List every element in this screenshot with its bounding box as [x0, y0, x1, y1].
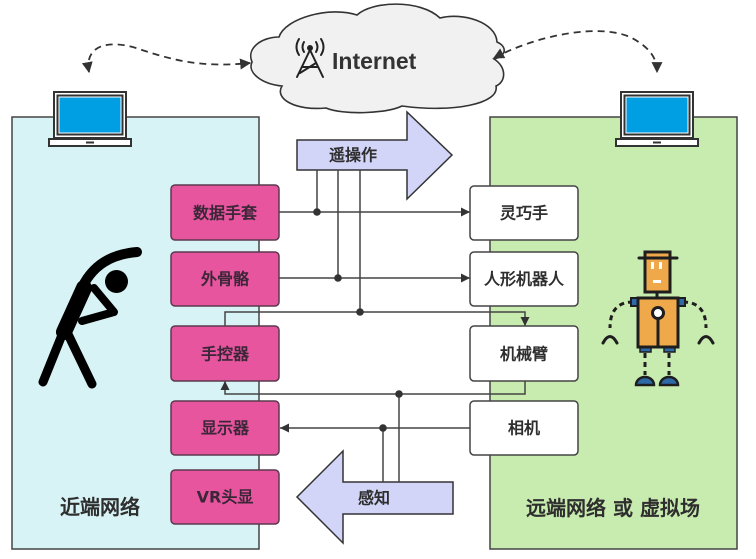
near-network-label: 近端网络 — [60, 495, 140, 519]
internet-cloud: Internet — [249, 3, 505, 114]
teleoperation-arrow: 遥操作 — [296, 110, 454, 201]
internet-label: Internet — [332, 48, 417, 74]
antenna-tower-icon — [295, 38, 325, 78]
near-internet-link — [81, 43, 252, 74]
perception-label: 感知 — [358, 489, 390, 508]
junction-dot — [313, 208, 321, 216]
device-label: 人形机器人 — [484, 270, 565, 289]
device-label: 显示器 — [201, 419, 250, 438]
connector-controller-to-arm — [224, 170, 530, 326]
device-humanoid-robot[interactable]: 人形机器人 — [469, 251, 579, 307]
connector-glove-to-dexterous-hand — [279, 170, 470, 217]
perception-arrow: 感知 — [295, 449, 454, 545]
device-label: 相机 — [508, 419, 540, 438]
device-label: 数据手套 — [193, 204, 258, 223]
teleoperation-label: 遥操作 — [329, 146, 377, 165]
junction-dot — [334, 274, 342, 282]
device-vr-headset[interactable]: VR头显 — [170, 469, 280, 525]
person-stretching-icon — [38, 247, 142, 389]
device-display[interactable]: 显示器 — [170, 400, 280, 456]
far-internet-link — [493, 30, 663, 74]
device-camera[interactable]: 相机 — [469, 400, 579, 456]
device-label: 手控器 — [201, 345, 250, 364]
device-label: 灵巧手 — [500, 204, 548, 223]
device-dexterous-hand[interactable]: 灵巧手 — [469, 185, 579, 241]
device-label: 外骨骼 — [200, 270, 250, 289]
connector-arm-to-controller — [220, 381, 526, 482]
connector-camera-to-display — [280, 423, 470, 482]
junction-dot — [379, 424, 387, 432]
device-label: 机械臂 — [500, 345, 548, 364]
device-label: VR头显 — [197, 488, 254, 507]
robot-icon — [601, 250, 715, 387]
junction-dot — [356, 308, 364, 316]
device-exoskeleton[interactable]: 外骨骼 — [170, 251, 280, 307]
device-robot-arm[interactable]: 机械臂 — [469, 325, 579, 382]
connector-exoskeleton-to-humanoid — [279, 170, 470, 283]
junction-dot — [395, 390, 403, 398]
laptop-icon — [48, 91, 132, 147]
device-hand-controller[interactable]: 手控器 — [170, 325, 280, 382]
laptop-icon — [615, 91, 699, 147]
device-data-glove[interactable]: 数据手套 — [170, 184, 280, 241]
far-network-label: 远端网络 或 虚拟场 — [526, 496, 700, 520]
